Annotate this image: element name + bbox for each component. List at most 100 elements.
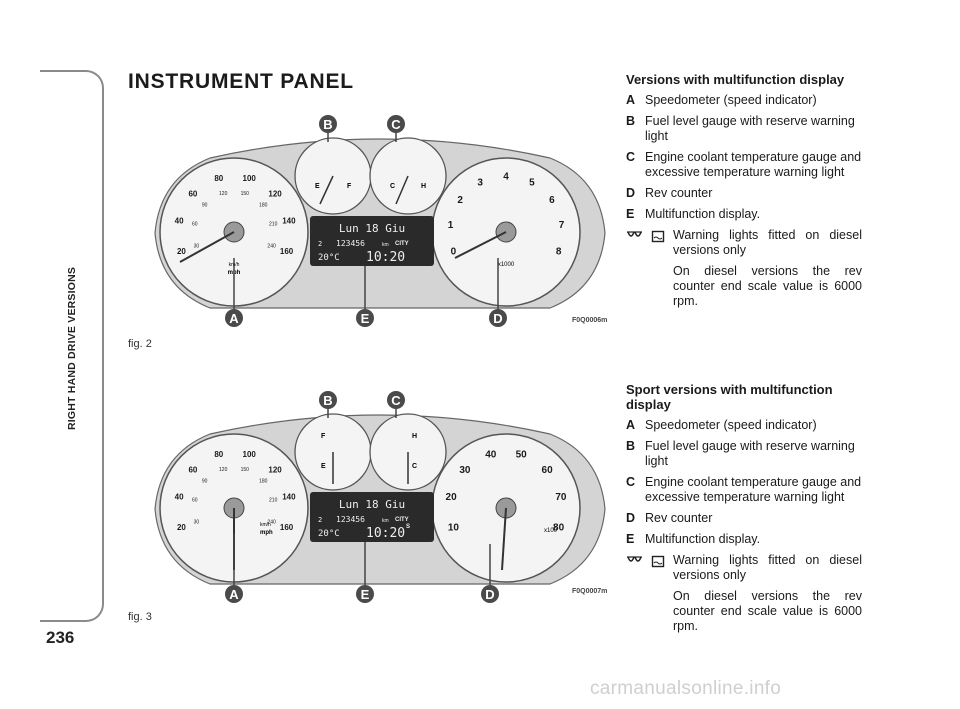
diesel-warning-icons xyxy=(626,228,673,258)
diesel-warning-text: Warning lights fitted on diesel versions… xyxy=(673,228,862,257)
rev-multiplier: x1000 xyxy=(498,262,515,268)
diesel-warning-row: Warning lights fitted on diesel versions… xyxy=(626,553,862,583)
legend-key: B xyxy=(626,114,636,128)
rev-tick-label: 1 xyxy=(448,220,454,231)
legend-item: D Rev counter xyxy=(626,186,862,201)
speedo-tick-label: 100 xyxy=(243,450,257,459)
display-odo-unit: km xyxy=(382,242,389,248)
speedo-tick-label: 160 xyxy=(280,247,294,256)
callout-d: D xyxy=(485,587,494,602)
diesel-rev-note: On diesel versions the rev counter end s… xyxy=(673,264,862,308)
callout-b: B xyxy=(323,393,332,408)
callout-c-badge xyxy=(387,391,405,409)
legend-key: D xyxy=(626,186,636,200)
rev-tick-label: 70 xyxy=(555,492,567,503)
speedo-tick-label: 20 xyxy=(177,523,186,532)
callout-e-badge xyxy=(356,585,374,603)
legend-text: Fuel level gauge with reserve warning li… xyxy=(645,439,855,468)
section-heading: Sport versions with multifunction displa… xyxy=(626,382,833,412)
temp-gauge-needle xyxy=(395,175,409,205)
fuel-gauge-needle xyxy=(319,175,334,205)
speedo-tick-label: 120 xyxy=(268,190,282,199)
speedo-inner-tick-label: 210 xyxy=(269,498,278,504)
multifunction-display xyxy=(310,492,434,542)
speedo-inner-tick-label: 120 xyxy=(219,467,228,473)
callout-e: E xyxy=(361,587,370,602)
temp-cold-label: C xyxy=(412,463,417,470)
water-in-fuel-icon xyxy=(651,230,665,243)
page-title: INSTRUMENT PANEL xyxy=(128,70,354,93)
display-gear: 2 xyxy=(318,516,322,524)
speedo-tick-label: 60 xyxy=(188,466,197,475)
display-mode: CITY xyxy=(395,517,409,523)
display-date: Lun 18 Giu xyxy=(339,222,405,235)
callout-a-badge xyxy=(225,309,243,327)
rev-tick-label: 0 xyxy=(451,247,457,258)
callout-e: E xyxy=(361,311,370,326)
display-date: Lun 18 Giu xyxy=(339,498,405,511)
speedo-inner-tick-label: 150 xyxy=(241,467,250,473)
legend-item: C Engine coolant temperature gauge and ex… xyxy=(626,150,862,180)
callout-a-badge xyxy=(225,585,243,603)
rev-tick-label: 20 xyxy=(446,492,458,503)
display-temperature: 20°C xyxy=(318,253,340,263)
display-odometer: 123456 xyxy=(336,515,365,524)
rev-tick-label: 3 xyxy=(477,178,483,189)
callout-d-badge xyxy=(489,309,507,327)
display-mode: CITY xyxy=(395,241,409,247)
section-side-title: RIGHT HAND DRIVE VERSIONS xyxy=(66,266,78,430)
speedo-tick-label: 20 xyxy=(177,247,186,256)
callout-b-badge xyxy=(319,391,337,409)
speedo-unit-mph: mph xyxy=(260,530,273,536)
rev-tick-label: 7 xyxy=(559,220,565,231)
speedo-inner-tick-label: 240 xyxy=(267,243,276,249)
speedo-inner-tick-label: 30 xyxy=(194,519,200,525)
legend-text: Rev counter xyxy=(645,186,713,200)
legend-text: Engine coolant temperature gauge and exc… xyxy=(645,475,862,504)
speedo-tick-label: 80 xyxy=(214,174,223,183)
legend-key: E xyxy=(626,207,635,221)
callout-b-badge xyxy=(319,115,337,133)
callout-b: B xyxy=(323,117,332,132)
speedo-tick-label: 100 xyxy=(243,174,257,183)
speedometer-needle xyxy=(179,231,235,263)
rev-tick-label: 30 xyxy=(459,465,471,476)
callout-d-badge xyxy=(481,585,499,603)
page-number: 236 xyxy=(46,628,75,647)
rev-tick-label: 10 xyxy=(448,523,460,534)
section-heading: Versions with multifunction display xyxy=(626,72,845,87)
speedo-inner-tick-label: 180 xyxy=(259,203,268,209)
legend-key: C xyxy=(626,150,636,164)
rev-tick-label: 6 xyxy=(549,195,555,206)
legend-key: A xyxy=(626,93,636,107)
speedo-tick-label: 40 xyxy=(175,217,184,226)
speedo-tick-label: 120 xyxy=(268,466,282,475)
fuel-full-label: F xyxy=(321,433,326,440)
speedo-inner-tick-label: 90 xyxy=(202,203,208,209)
fuel-full-label: F xyxy=(347,183,352,190)
temp-hot-label: H xyxy=(412,433,417,440)
legend-section-sport: Sport versions with multifunction displa… xyxy=(626,382,862,634)
speedo-tick-label: 140 xyxy=(282,217,296,226)
legend-text: Multifunction display. xyxy=(645,532,761,546)
rev-tick-label: 40 xyxy=(485,449,497,460)
page-edge-bracket xyxy=(40,70,104,622)
fuel-empty-label: E xyxy=(315,183,320,190)
rev-tick-label: 60 xyxy=(542,465,554,476)
figure-label: fig. 2 xyxy=(128,338,152,350)
speedo-unit-kmh: km/h xyxy=(260,522,271,528)
legend-text: Rev counter xyxy=(645,511,713,525)
temp-hot-label: H xyxy=(421,183,426,190)
speedo-tick-label: 140 xyxy=(282,493,296,502)
callout-d: D xyxy=(493,311,502,326)
instrument-cluster-figure: Lun 18 Giu 2 123456 km CITY S 20°C 10:20… xyxy=(154,391,606,603)
legend-text: Engine coolant temperature gauge and exc… xyxy=(645,150,862,179)
rev-multiplier: x100 xyxy=(544,528,558,534)
fuel-empty-label: E xyxy=(321,463,326,470)
